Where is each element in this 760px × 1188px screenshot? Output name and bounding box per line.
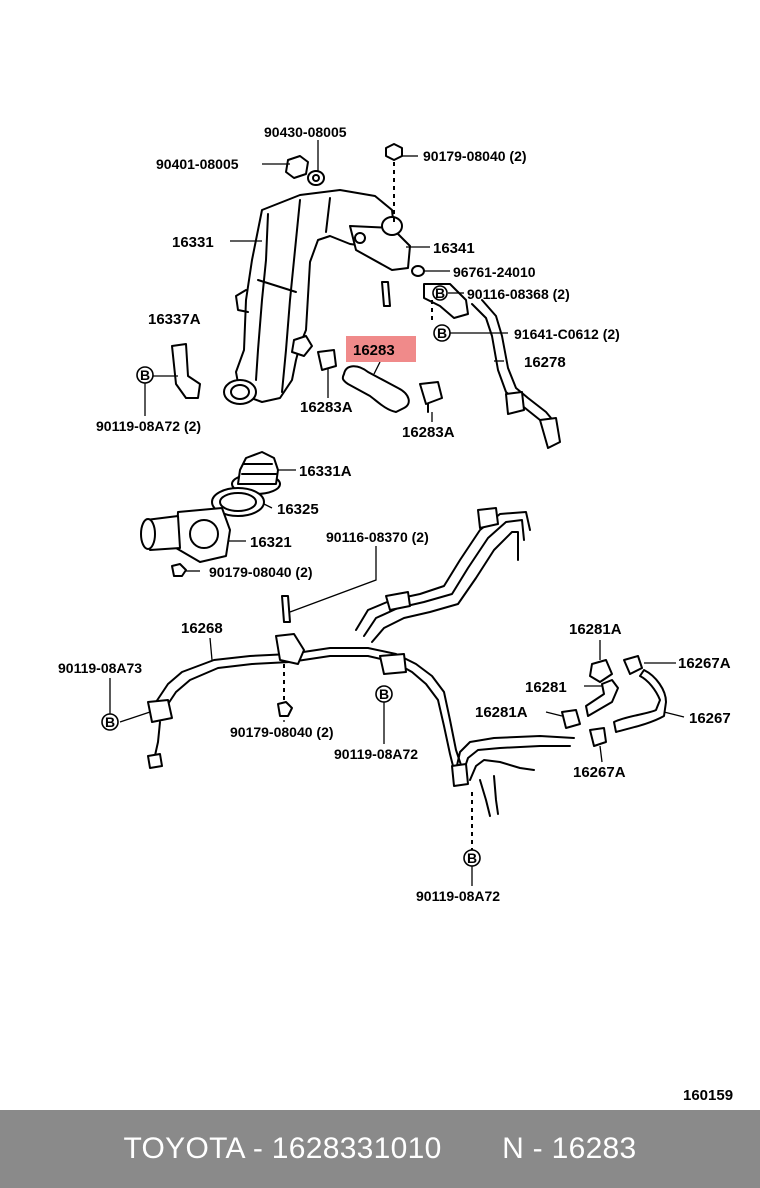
label-90179-08040-low: 90179-08040 (2): [230, 724, 334, 740]
label-16283: 16283: [353, 342, 395, 359]
thermostat-16331A: [231, 451, 281, 495]
pipe-bundle-bottom: [451, 735, 575, 817]
hose-16283: [341, 365, 410, 413]
clamp-16283A-left: [317, 349, 337, 371]
bolt-marker-icon: B: [101, 713, 119, 731]
bolt-16283A-stub: [291, 335, 313, 357]
pipe-loop: [355, 507, 531, 675]
footer-part-number: 1628331010: [271, 1132, 442, 1165]
bolt-marker-icon: B: [463, 849, 481, 867]
pipe-16268: [147, 647, 463, 771]
label-90116-08370: 90116-08370 (2): [326, 529, 429, 545]
label-16281A-b: 16281A: [475, 704, 528, 721]
label-16281: 16281: [525, 679, 567, 696]
label-16267: 16267: [689, 710, 731, 727]
bolt-90179-mid: [171, 563, 187, 577]
label-90119-08A72-a: 90119-08A72 (2): [96, 418, 201, 434]
label-16268: 16268: [181, 620, 223, 637]
footer-bar: TOYOTA - 1628331010 N - 16283: [0, 1110, 760, 1188]
svg-text:B: B: [140, 367, 150, 383]
label-90401-08005: 90401-08005: [156, 156, 239, 172]
bracket-16341: [349, 216, 411, 271]
clamp-16267A-bottom: [589, 727, 607, 747]
label-16337A: 16337A: [148, 311, 201, 328]
bracket-16337A: [152, 343, 201, 399]
footer-sep: -: [244, 1132, 272, 1165]
bolt-90179-low: [277, 664, 293, 717]
svg-text:B: B: [379, 686, 389, 702]
bracket-16268: [275, 633, 305, 665]
label-16341: 16341: [433, 240, 475, 257]
highlight-box: [346, 336, 416, 362]
label-16283A-a: 16283A: [300, 399, 353, 416]
clamp-16267A-top: [623, 655, 643, 675]
water-inlet-16321: [140, 507, 231, 563]
footer-brand: TOYOTA: [123, 1132, 245, 1165]
label-16331: 16331: [172, 234, 214, 251]
clamp-16283A-right: [419, 381, 443, 413]
svg-text:B: B: [467, 850, 477, 866]
label-16278: 16278: [524, 354, 566, 371]
label-16283A-b: 16283A: [402, 424, 455, 441]
diagram-id: 160159: [683, 1087, 733, 1104]
label-90119-08A72-c: 90119-08A72: [416, 888, 500, 904]
washer-90430: [307, 170, 325, 186]
svg-text:B: B: [437, 325, 447, 341]
label-90116-08368: 90116-08368 (2): [467, 286, 570, 302]
clamp-16281A-top: [589, 659, 613, 683]
bolt-marker-icon: B: [433, 324, 451, 342]
stud-90116-08368: [381, 281, 391, 307]
stud-90116-08370: [281, 595, 291, 623]
label-96761-24010: 96761-24010: [453, 264, 536, 280]
footer-sep-2: -: [524, 1132, 552, 1165]
nut-90401: [285, 155, 309, 179]
label-90119-08A72-b: 90119-08A72: [334, 746, 418, 762]
gasket-16325: [211, 487, 265, 517]
bolt-marker-icon: B: [432, 285, 448, 301]
label-91641-C0612: 91641-C0612 (2): [514, 326, 620, 342]
label-16281A-a: 16281A: [569, 621, 622, 638]
parts-diagram: B B B B B B: [58, 124, 733, 1104]
bolt-marker-icon: B: [136, 366, 154, 384]
leader-lines: [109, 140, 685, 886]
hose-16281: [585, 679, 619, 717]
footer-text: TOYOTA - 1628331010 N - 16283: [123, 1132, 636, 1166]
label-90119-08A73: 90119-08A73: [58, 660, 142, 676]
hose-16267: [613, 669, 667, 733]
label-16325: 16325: [277, 501, 319, 518]
svg-text:B: B: [435, 285, 445, 301]
label-90179-08040-top: 90179-08040 (2): [423, 148, 527, 164]
svg-text:B: B: [105, 714, 115, 730]
footer-ref-number: 16283: [551, 1132, 637, 1165]
footer-ref-prefix: N: [502, 1132, 525, 1165]
label-16321: 16321: [250, 534, 292, 551]
clamp-16281A-mid: [561, 709, 581, 729]
label-90430-08005: 90430-08005: [264, 124, 347, 140]
label-90179-08040-mid: 90179-08040 (2): [209, 564, 313, 580]
gasket-96761: [411, 265, 425, 277]
bolt-marker-icon: B: [375, 685, 393, 703]
label-16267A-b: 16267A: [573, 764, 626, 781]
label-16267A-a: 16267A: [678, 655, 731, 672]
label-16331A: 16331A: [299, 463, 352, 480]
